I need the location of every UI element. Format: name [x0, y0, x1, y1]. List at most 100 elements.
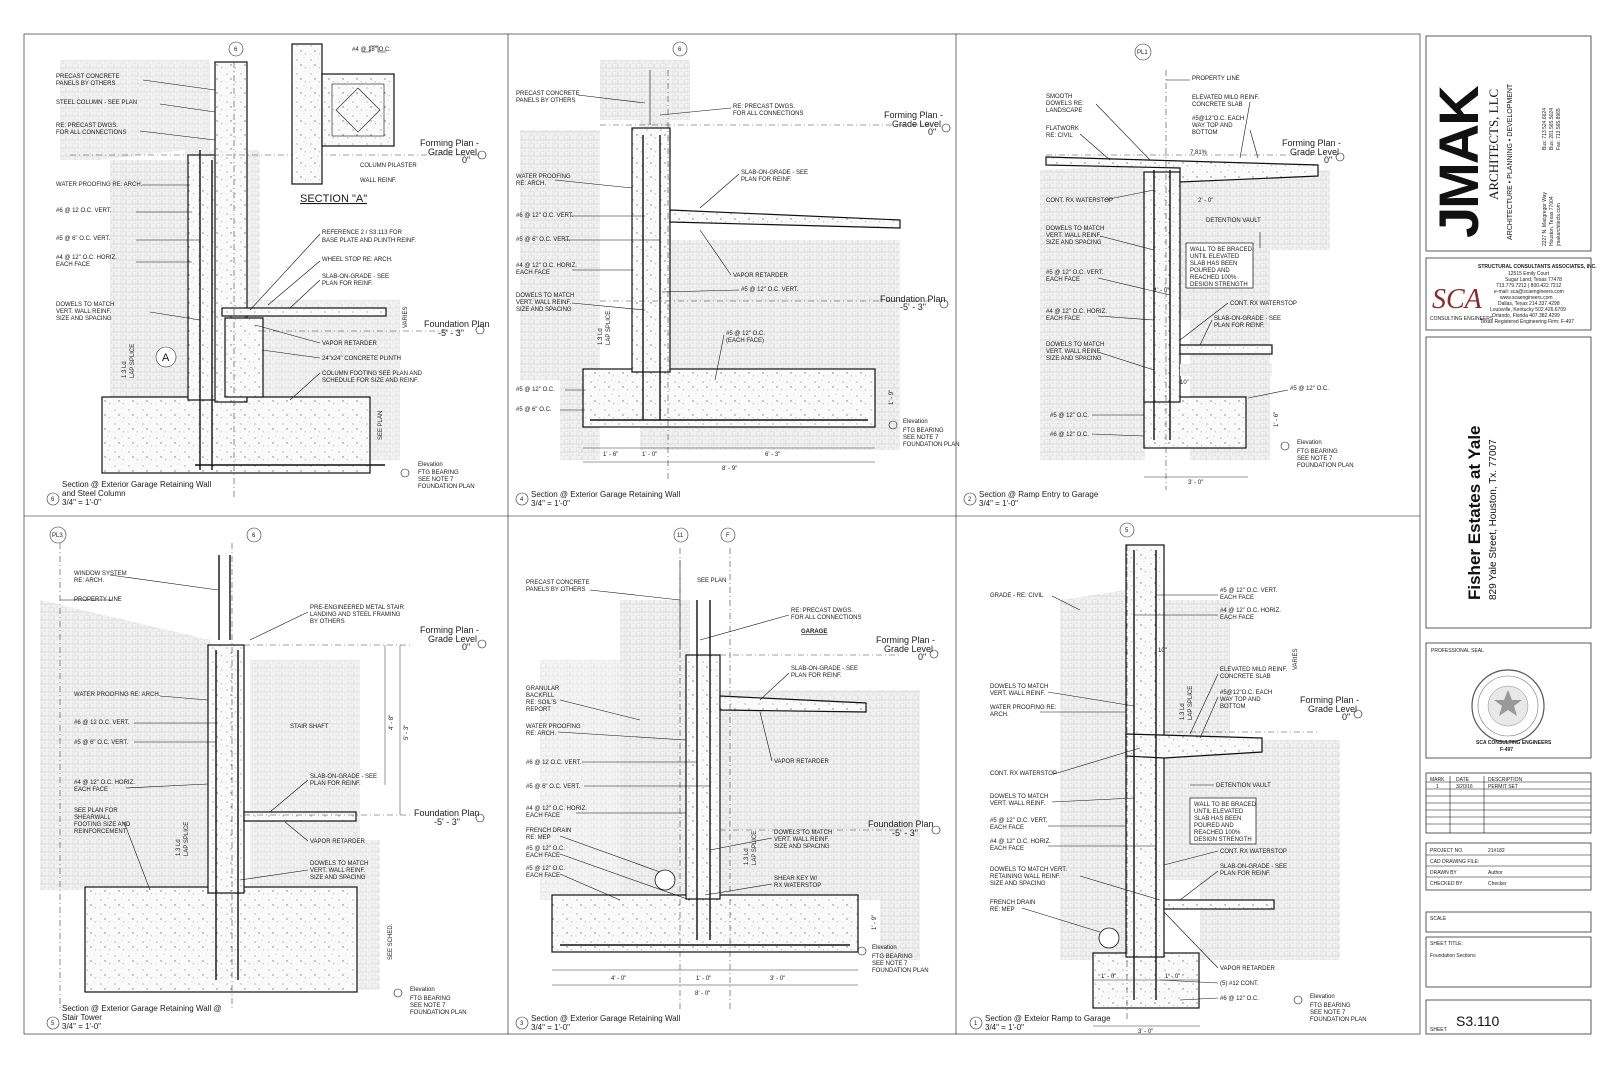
footing [1092, 952, 1200, 1009]
svg-text:RE: CIVIL: RE: CIVIL [1046, 133, 1073, 139]
detail-3-dims: 4' - 0" 1' - 0" 3' - 0" 8' - 0" 1' - 9" … [552, 831, 878, 997]
svg-text:GARAGE: GARAGE [801, 629, 827, 635]
svg-text:Grade Level: Grade Level [1290, 147, 1339, 157]
detail-6-notes-right: #4 @ 18" O.C. COLUMN PILASTER WALL REINF… [249, 47, 423, 401]
svg-text:F-497: F-497 [1500, 747, 1513, 753]
svg-text:BOTTOM: BOTTOM [1192, 130, 1218, 136]
svg-text:SLAB-ON-GRADE - SEE: SLAB-ON-GRADE - SEE [322, 274, 389, 280]
svg-text:PROJECT NO.: PROJECT NO. [1430, 848, 1464, 854]
retaining-wall [685, 654, 721, 900]
svg-text:CONT. RX WATERSTOP: CONT. RX WATERSTOP [1046, 198, 1113, 204]
svg-text:3/4" = 1'-0": 3/4" = 1'-0" [531, 1023, 570, 1032]
svg-text:4: 4 [520, 497, 524, 503]
svg-text:LAP SPLICE: LAP SPLICE [752, 831, 758, 865]
svg-text:SLAB-ON-GRADE - SEE: SLAB-ON-GRADE - SEE [1220, 864, 1287, 870]
detail-5-section: PL3 6 WINDOW SYSTEM RE: ARCH. PROPERTY L… [40, 526, 487, 1031]
scale-box [1425, 911, 1592, 933]
svg-text:#4 @ 12" O.C. HORIZ.: #4 @ 12" O.C. HORIZ. [516, 263, 577, 269]
svg-text:#5 @ 6" O.C. VERT.: #5 @ 6" O.C. VERT. [56, 236, 110, 242]
svg-text:ARCH.: ARCH. [990, 712, 1009, 718]
svg-text:24"x24" CONCRETE PLINTH: 24"x24" CONCRETE PLINTH [322, 356, 401, 362]
svg-text:Forming Plan -: Forming Plan - [876, 635, 935, 645]
detail-5-notes-left: WINDOW SYSTEM RE: ARCH. PROPERTY LINE WA… [60, 571, 219, 891]
svg-text:DOWELS TO MATCH: DOWELS TO MATCH [990, 684, 1048, 690]
svg-text:DESIGN STRENGTH: DESIGN STRENGTH [1190, 282, 1248, 288]
svg-text:DOWELS RE:: DOWELS RE: [1046, 101, 1084, 107]
svg-text:PRE-ENGINEERED METAL STAIR: PRE-ENGINEERED METAL STAIR [310, 605, 405, 611]
slab-on-grade [221, 307, 387, 317]
svg-text:#5 @ 12" O.C. VERT.: #5 @ 12" O.C. VERT. [1046, 270, 1104, 276]
svg-text:#5@12"O.C. EACH: #5@12"O.C. EACH [1220, 690, 1272, 696]
svg-text:SEE SCHED.: SEE SCHED. [388, 923, 394, 960]
detail-3-title: 3 Section @ Exterior Garage Retaining Wa… [515, 1014, 680, 1032]
svg-text:#5 @ 12" O.C.: #5 @ 12" O.C. [1290, 386, 1329, 392]
svg-text:FTG BEARING: FTG BEARING [418, 470, 459, 476]
svg-text:SHEET: SHEET [1430, 1027, 1447, 1033]
svg-text:RE: ARCH.: RE: ARCH. [526, 731, 556, 737]
svg-text:FLATWORK: FLATWORK [1046, 126, 1079, 132]
detail-3-notes-left: PRECAST CONCRETE PANELS BY OTHERS GRANUL… [526, 580, 710, 901]
svg-text:FOR ALL CONNECTIONS: FOR ALL CONNECTIONS [733, 111, 803, 117]
svg-text:SLAB-ON-GRADE - SEE: SLAB-ON-GRADE - SEE [791, 666, 858, 672]
svg-text:1' - 9": 1' - 9" [889, 390, 895, 405]
svg-text:6: 6 [252, 533, 256, 539]
svg-text:VERT. WALL REINF.: VERT. WALL REINF. [1046, 233, 1101, 239]
svg-text:SLAB-ON-GRADE - SEE: SLAB-ON-GRADE - SEE [310, 774, 377, 780]
svg-text:VAPOR RETARDER: VAPOR RETARDER [310, 839, 365, 845]
svg-text:DOWELS TO MATCH: DOWELS TO MATCH [310, 861, 368, 867]
svg-text:FOUNDATION PLAN: FOUNDATION PLAN [418, 484, 475, 490]
svg-text:DOWELS TO MATCH: DOWELS TO MATCH [516, 293, 574, 299]
svg-text:PLAN FOR REINF.: PLAN FOR REINF. [322, 281, 373, 287]
svg-text:3/4" = 1'-0": 3/4" = 1'-0" [985, 1023, 1024, 1032]
svg-text:#6 @ 12 O.C. VERT.: #6 @ 12 O.C. VERT. [526, 760, 582, 766]
svg-text:FTG BEARING: FTG BEARING [1297, 449, 1338, 455]
svg-text:1.3 Ld: 1.3 Ld [176, 839, 182, 856]
svg-text:RE: PRECAST DWGS.: RE: PRECAST DWGS. [56, 123, 118, 129]
project-info-table [1425, 842, 1592, 891]
detail-2-section: PL1 7.81% WALL TO BE BRACED UNTIL ELEVAT… [963, 43, 1354, 508]
svg-text:PROFESSIONAL SEAL: PROFESSIONAL SEAL [1431, 648, 1484, 654]
svg-text:SEE NOTE 7: SEE NOTE 7 [903, 435, 939, 441]
svg-text:SCHEDULE FOR SIZE AND REINF.: SCHEDULE FOR SIZE AND REINF. [322, 378, 419, 384]
svg-text:6: 6 [234, 47, 238, 53]
svg-text:VERT. WALL REINF.: VERT. WALL REINF. [310, 868, 365, 874]
svg-text:EACH FACE: EACH FACE [1220, 595, 1254, 601]
svg-text:DOWELS TO MATCH: DOWELS TO MATCH [774, 830, 832, 836]
svg-text:WAY TOP AND: WAY TOP AND [1220, 697, 1261, 703]
detail-6-section: SECTION "A" PRECAST CONCRETE PANELS BY O… [46, 41, 490, 507]
svg-text:3' - 0": 3' - 0" [1188, 480, 1203, 486]
svg-text:VERT. WALL REINF.: VERT. WALL REINF. [990, 691, 1045, 697]
svg-text:#5 @ 6" O.C. VERT.: #5 @ 6" O.C. VERT. [516, 237, 570, 243]
svg-text:0": 0" [1342, 712, 1350, 722]
svg-text:3/4" = 1'-0": 3/4" = 1'-0" [979, 499, 1018, 508]
svg-text:3/4" = 1'-0": 3/4" = 1'-0" [62, 498, 101, 507]
french-drain [654, 869, 676, 891]
svg-text:DESCRIPTION: DESCRIPTION [1488, 777, 1523, 783]
svg-text:Foundation Plan: Foundation Plan [880, 294, 946, 304]
svg-text:3: 3 [520, 1021, 524, 1027]
svg-text:Houston, Texas 77004: Houston, Texas 77004 [1549, 196, 1555, 246]
svg-text:EACH FACE: EACH FACE [526, 873, 560, 879]
svg-text:Checker: Checker [1488, 881, 1507, 887]
svg-text:BACKFILL: BACKFILL [526, 693, 555, 699]
svg-text:RETAINING WALL REINF.: RETAINING WALL REINF. [990, 874, 1061, 880]
svg-text:3' - 0": 3' - 0" [770, 976, 785, 982]
svg-text:BASE PLATE AND PLINTH REINF.: BASE PLATE AND PLINTH REINF. [322, 238, 416, 244]
svg-text:ARCHITECTS, LLC: ARCHITECTS, LLC [1486, 89, 1501, 200]
revisions-grid: MARK DATE DESCRIPTION 1 3/20/16 PERMIT S… [1426, 776, 1591, 833]
svg-text:0": 0" [918, 652, 926, 662]
svg-text:FRENCH DRAIN: FRENCH DRAIN [990, 900, 1035, 906]
svg-text:Forming Plan -: Forming Plan - [420, 138, 479, 148]
svg-text:F: F [726, 533, 730, 539]
svg-text:BY OTHERS: BY OTHERS [310, 619, 345, 625]
svg-text:RE: SOIL'S: RE: SOIL'S [526, 700, 557, 706]
svg-text:Dallas, Texas 214.337.4298: Dallas, Texas 214.337.4298 [1498, 301, 1560, 307]
svg-text:CONCRETE SLAB: CONCRETE SLAB [1192, 102, 1243, 108]
svg-text:PRECAST CONCRETE: PRECAST CONCRETE [516, 91, 580, 97]
svg-text:10": 10" [1180, 380, 1189, 386]
svg-text:A: A [162, 352, 170, 364]
detail-6-levels: Forming Plan - Grade Level 0" Foundation… [400, 138, 490, 490]
svg-text:jmakarchitects.com: jmakarchitects.com [1556, 203, 1562, 247]
svg-text:4' - 8": 4' - 8" [389, 715, 395, 730]
